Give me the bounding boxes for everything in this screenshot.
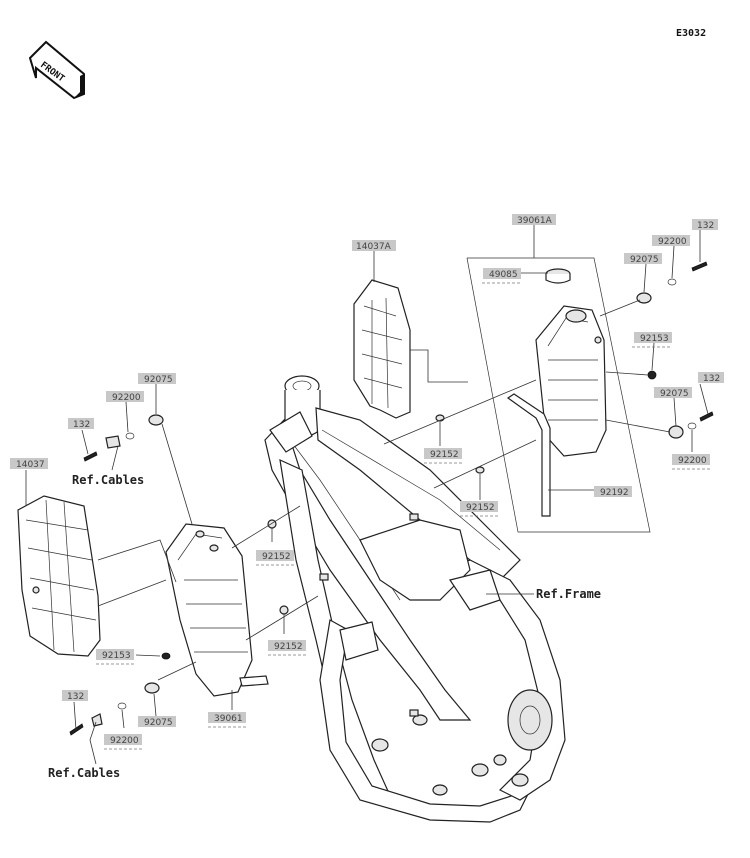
svg-text:92075: 92075	[144, 375, 173, 385]
part-label-92153-right: 92153	[634, 332, 672, 344]
svg-text:92152: 92152	[430, 450, 459, 460]
radiator-left	[165, 523, 269, 697]
part-label-92075-lower-left: 92075	[138, 716, 176, 728]
part-label-49085: 49085	[483, 268, 521, 280]
svg-text:92152: 92152	[466, 503, 495, 513]
part-label-39061: 39061	[208, 712, 246, 724]
diagram-code: E3032	[676, 28, 706, 39]
part-label-92075-upper-left: 92075	[138, 373, 176, 385]
part-label-14037A: 14037A	[352, 240, 396, 252]
part-label-132-lower-left: 132	[62, 690, 88, 702]
svg-text:92075: 92075	[660, 389, 689, 399]
part-label-92075-lower-right: 92075	[654, 387, 692, 399]
front-arrow-icon: FRONT	[28, 40, 85, 100]
leader-lines-right	[373, 225, 709, 500]
fasteners-right	[435, 261, 714, 474]
hose-right	[506, 393, 551, 517]
svg-text:92153: 92153	[102, 651, 131, 661]
svg-text:92075: 92075	[630, 255, 659, 265]
part-label-92152-right-lower: 92152	[460, 501, 498, 513]
part-label-14037: 14037	[10, 458, 48, 470]
part-label-132-lower-right: 132	[698, 372, 724, 384]
svg-text:92200: 92200	[110, 736, 139, 746]
shroud-left	[17, 495, 101, 657]
part-label-92152-left-upper: 92152	[256, 550, 294, 562]
svg-text:132: 132	[703, 374, 720, 384]
part-label-92200-upper-left: 92200	[106, 391, 144, 403]
svg-text:39061: 39061	[214, 714, 243, 724]
part-label-92153-left: 92153	[96, 649, 134, 661]
ref-frame: Ref.Frame	[536, 587, 601, 601]
svg-text:39061A: 39061A	[517, 216, 553, 226]
part-label-92192: 92192	[594, 486, 632, 498]
part-label-92152-left-lower: 92152	[268, 640, 306, 652]
frame-drawing	[264, 375, 566, 823]
part-label-92200-upper-right: 92200	[652, 235, 690, 247]
label-underlines	[96, 282, 710, 750]
svg-text:92200: 92200	[112, 393, 141, 403]
leader-lines-left	[25, 384, 534, 765]
part-label-132-upper-left: 132	[68, 418, 94, 430]
svg-text:14037: 14037	[16, 460, 45, 470]
svg-text:92075: 92075	[144, 718, 173, 728]
shroud-right	[353, 279, 411, 419]
svg-text:49085: 49085	[489, 270, 518, 280]
svg-text:132: 132	[73, 420, 90, 430]
svg-text:132: 132	[67, 692, 84, 702]
ref-cables-upper: Ref.Cables	[72, 473, 144, 487]
svg-text:92200: 92200	[658, 237, 687, 247]
part-label-39061A: 39061A	[512, 214, 556, 226]
svg-text:92152: 92152	[274, 642, 303, 652]
svg-text:92152: 92152	[262, 552, 291, 562]
fasteners-left	[69, 414, 289, 736]
radiator-right	[466, 257, 651, 533]
part-label-92075-upper-right: 92075	[624, 253, 662, 265]
part-label-132-upper-right: 132	[692, 219, 718, 231]
radiator-cap	[545, 268, 571, 284]
svg-text:92200: 92200	[678, 456, 707, 466]
svg-text:92153: 92153	[640, 334, 669, 344]
svg-text:14037A: 14037A	[356, 242, 392, 252]
part-label-92200-lower-right: 92200	[672, 454, 710, 466]
part-label-92152-right-upper: 92152	[424, 448, 462, 460]
part-label-92200-lower-left: 92200	[104, 734, 142, 746]
ref-cables-lower: Ref.Cables	[48, 766, 120, 780]
svg-text:92192: 92192	[600, 488, 629, 498]
svg-text:132: 132	[697, 221, 714, 231]
